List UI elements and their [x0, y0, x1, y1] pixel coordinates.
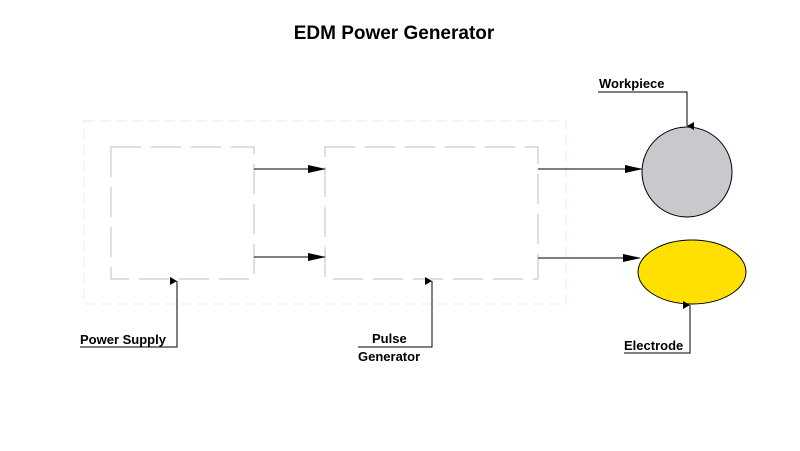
- power-supply-label: Power Supply: [80, 332, 167, 347]
- workpiece-label: Workpiece: [599, 76, 665, 91]
- pulse-generator-block: [324, 146, 539, 280]
- pulse-label-line2: Generator: [358, 349, 420, 364]
- electrode-label: Electrode: [624, 338, 683, 353]
- diagram-title: EDM Power Generator: [294, 23, 495, 44]
- generator-enclosure: [83, 120, 567, 305]
- electrode-ellipse: [637, 239, 747, 305]
- workpiece-circle: [641, 126, 733, 218]
- pulse-label-line1: Pulse: [372, 331, 407, 346]
- power-supply-block: [110, 146, 255, 280]
- workpiece-leader: [598, 91, 694, 130]
- power-supply-leader: [80, 277, 178, 348]
- pulse-generator-leader: [358, 277, 433, 348]
- electrode-leader: [624, 301, 691, 354]
